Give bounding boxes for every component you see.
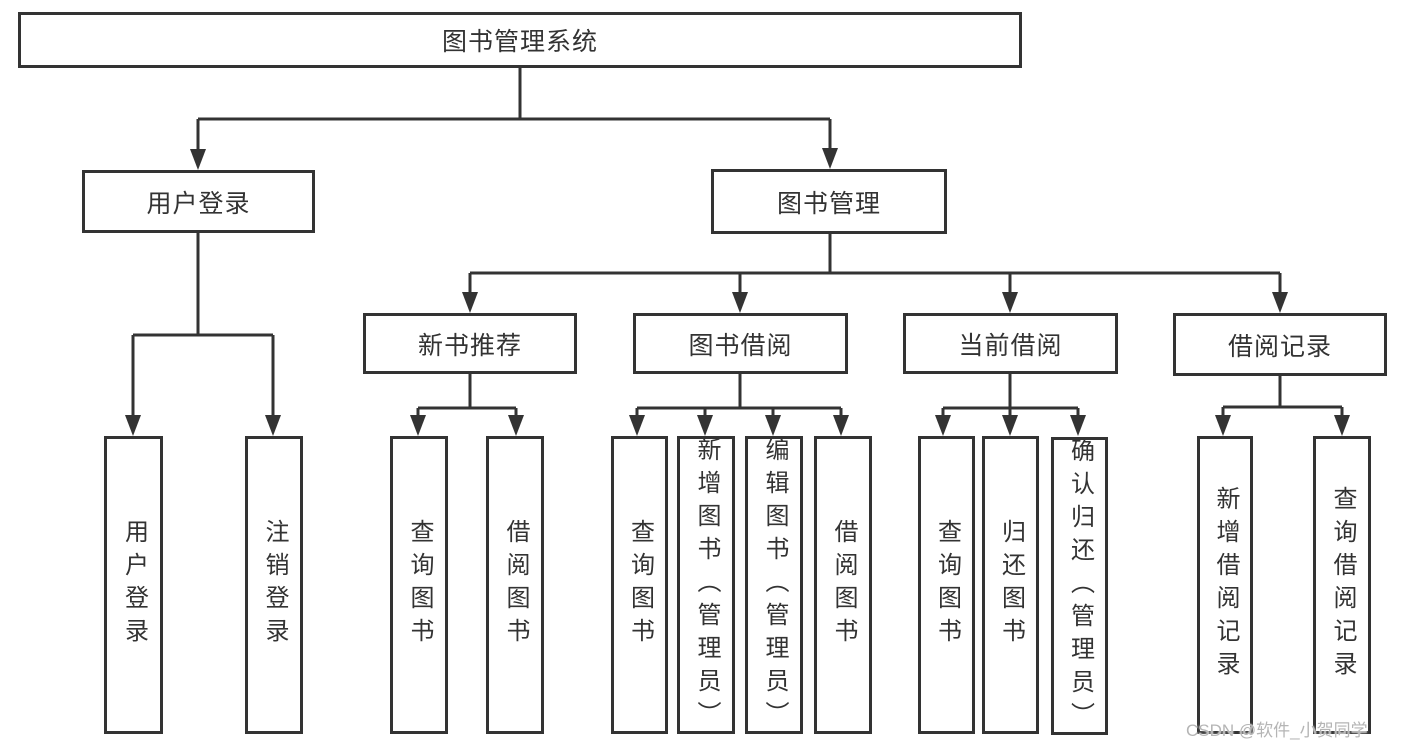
leaf-edit-books-admin: 编辑图书（管理员） (745, 436, 803, 734)
leaf-add-borrow-record: 新增借阅记录 (1197, 436, 1253, 734)
node-current-borrow-label: 当前借阅 (958, 331, 1063, 360)
leaf-query-borrow-record: 查询借阅记录 (1313, 436, 1371, 734)
leaf-query-books-3: 查询图书 (918, 436, 975, 734)
leaf-logout: 注销登录 (245, 436, 303, 734)
leaf-borrow-books-2: 借阅图书 (814, 436, 872, 734)
edge-bookmgmt-to-level3 (468, 234, 1282, 294)
leaf-query-books-1: 查询图书 (390, 436, 448, 734)
edge-borrow-to-leaves (635, 374, 843, 417)
leaf-query-books-2: 查询图书 (611, 436, 668, 734)
edge-root-to-level2 (196, 68, 832, 150)
node-new-book-recommend-label: 新书推荐 (417, 331, 522, 360)
leaf-logout-label: 注销登录 (261, 519, 288, 651)
node-book-borrow-label: 图书借阅 (688, 331, 793, 360)
edge-current-to-leaves (941, 374, 1080, 417)
leaf-query-books-3-label: 查询图书 (933, 519, 961, 651)
leaf-add-books-admin-label: 新增图书（管理员） (693, 436, 720, 734)
leaf-edit-books-admin-label: 编辑图书（管理员） (761, 436, 788, 734)
arrowheads (125, 148, 1350, 436)
node-user-login-label: 用户登录 (146, 189, 251, 218)
leaf-confirm-return-admin-label: 确认归还（管理员） (1066, 437, 1094, 735)
leaf-return-books: 归还图书 (982, 436, 1039, 734)
node-book-management: 图书管理 (711, 169, 947, 234)
edge-records-to-leaves (1221, 374, 1344, 417)
edge-userlogin-to-leaves (131, 233, 275, 417)
node-current-borrow: 当前借阅 (903, 313, 1118, 374)
node-user-login: 用户登录 (82, 170, 315, 233)
leaf-user-login-label: 用户登录 (120, 519, 148, 651)
leaf-borrow-books-1-label: 借阅图书 (502, 519, 529, 651)
node-borrow-records-label: 借阅记录 (1227, 332, 1332, 361)
leaf-return-books-label: 归还图书 (997, 519, 1025, 651)
leaf-confirm-return-admin: 确认归还（管理员） (1051, 437, 1108, 735)
leaf-query-books-2-label: 查询图书 (626, 519, 654, 651)
node-root-label: 图书管理系统 (441, 28, 598, 56)
node-borrow-records: 借阅记录 (1173, 313, 1387, 376)
leaf-user-login: 用户登录 (104, 436, 163, 734)
leaf-add-borrow-record-label: 新增借阅记录 (1212, 486, 1239, 684)
leaf-add-books-admin: 新增图书（管理员） (677, 436, 735, 734)
node-book-management-label: 图书管理 (776, 189, 881, 218)
csdn-watermark: CSDN @软件_小贺同学 (1186, 721, 1368, 740)
node-root: 图书管理系统 (18, 12, 1022, 68)
leaf-query-books-1-label: 查询图书 (406, 519, 433, 651)
node-new-book-recommend: 新书推荐 (363, 313, 577, 374)
leaf-query-borrow-record-label: 查询借阅记录 (1329, 486, 1356, 684)
node-book-borrow: 图书借阅 (633, 313, 848, 374)
leaf-borrow-books-1: 借阅图书 (486, 436, 544, 734)
leaf-borrow-books-2-label: 借阅图书 (830, 519, 857, 651)
edge-newbook-to-leaves (416, 374, 518, 417)
